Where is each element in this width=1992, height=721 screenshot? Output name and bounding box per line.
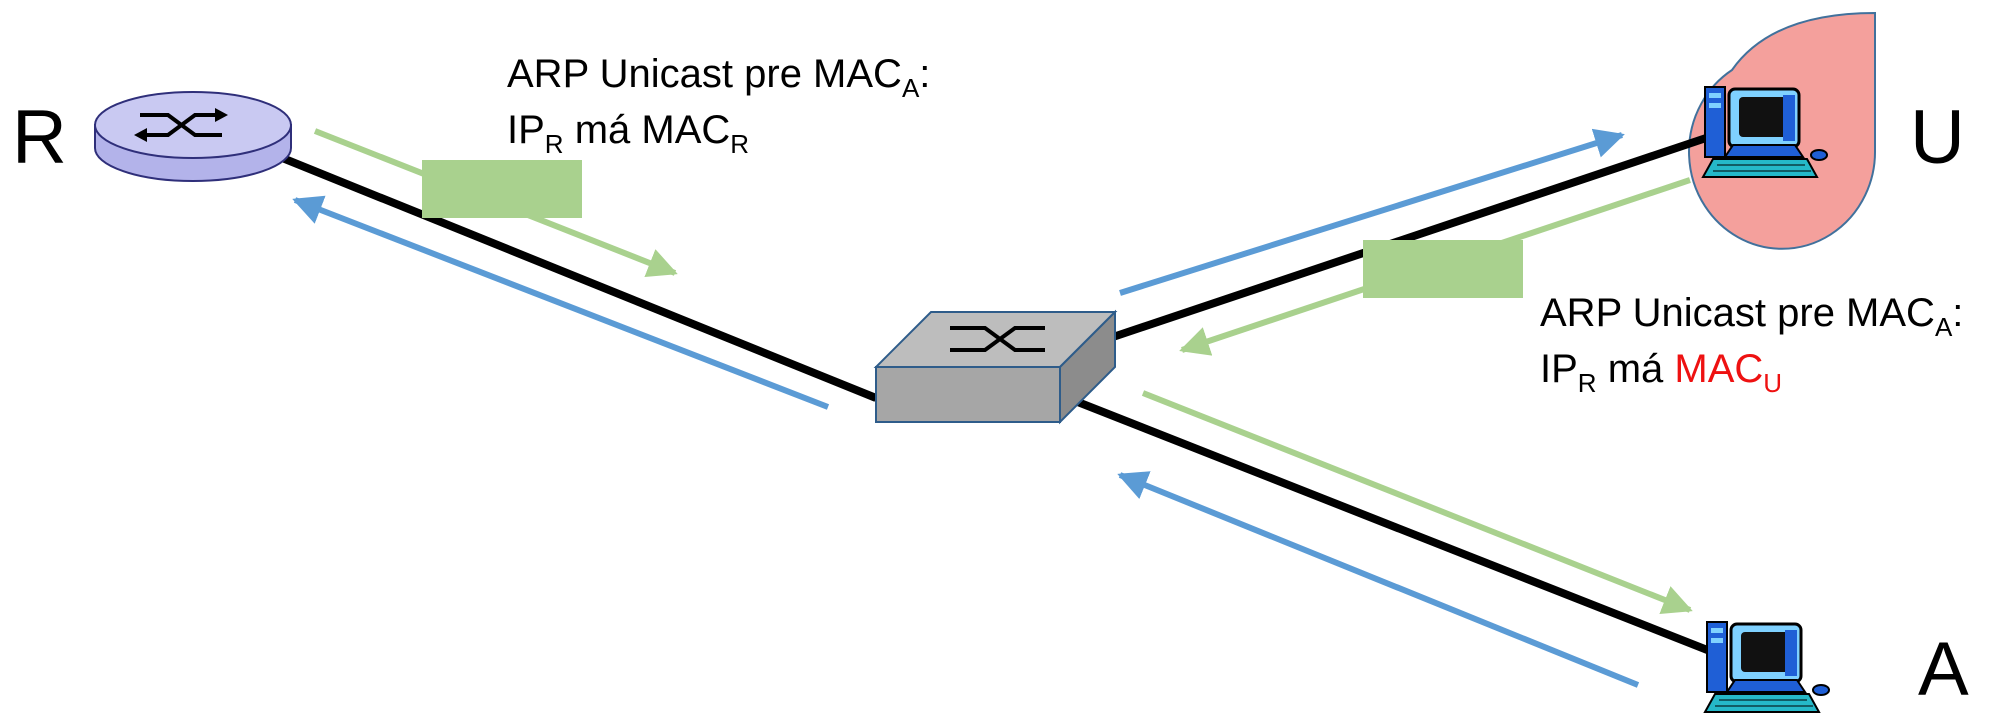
arrow-victim-to-switch xyxy=(1117,471,1640,688)
attacker-label: U xyxy=(1910,95,1965,180)
legit-arp-frame xyxy=(422,160,582,218)
spoofed-arp-message: ARP Unicast pre MACA: IPR má MACU xyxy=(1540,285,1963,397)
legit-arp-line1: ARP Unicast pre MACA: xyxy=(507,52,931,103)
legit-arp-message: ARP Unicast pre MACA: IPR má MACR xyxy=(507,46,930,158)
router-label: R xyxy=(12,95,67,180)
link-switch-attacker xyxy=(1108,131,1717,342)
router-icon xyxy=(94,91,292,182)
arrow-switch-to-attacker xyxy=(1119,128,1625,296)
switch-icon xyxy=(873,309,1118,425)
victim-label: A xyxy=(1918,627,1969,712)
victim-computer-icon xyxy=(1703,620,1831,714)
spoofed-mac: MACU xyxy=(1674,347,1783,398)
spoofed-arp-line2: IPR má MACU xyxy=(1540,347,1783,398)
spoofed-arp-frame xyxy=(1363,240,1523,298)
arrow-switch-to-router xyxy=(292,195,830,410)
legit-arp-line2: IPR má MACR xyxy=(507,108,750,159)
link-switch-victim xyxy=(1058,391,1722,659)
link-router-switch xyxy=(273,151,878,402)
spoofed-arp-line1: ARP Unicast pre MACA: xyxy=(1540,291,1964,342)
arrow-switch-to-victim xyxy=(1141,390,1693,614)
